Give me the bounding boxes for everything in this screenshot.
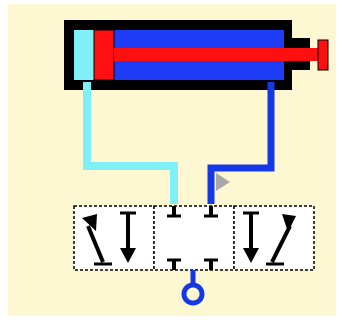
- valve-envelope-left: [73, 205, 155, 271]
- cylinder-rod-inner: [114, 48, 284, 61]
- cylinder-piston: [93, 29, 115, 81]
- valve-right-symbols: [243, 211, 296, 266]
- cylinder-cap-chamber: [74, 30, 94, 80]
- cylinder-rod-end: [317, 39, 329, 71]
- flow-arrow-icon: [216, 173, 230, 191]
- return-line: [83, 82, 178, 204]
- supply-line: [207, 82, 275, 204]
- cylinder-rod-outer: [284, 48, 326, 61]
- valve-envelope-center: [153, 205, 235, 271]
- double-acting-cylinder: [64, 20, 329, 90]
- valve-center-symbols: [167, 206, 218, 270]
- valve-left-symbols: [82, 211, 136, 266]
- pressure-supply-icon: [181, 282, 205, 306]
- directional-valve: [73, 205, 315, 271]
